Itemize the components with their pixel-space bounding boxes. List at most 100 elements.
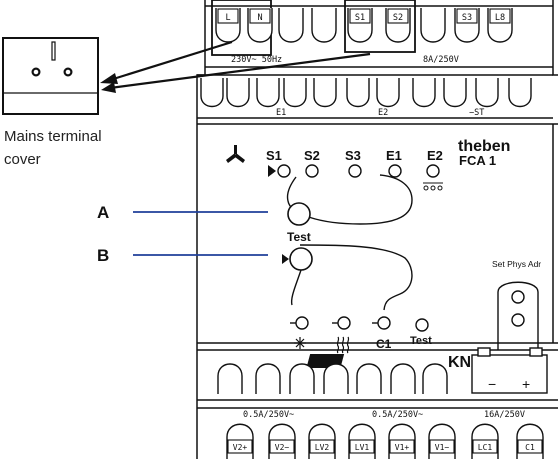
c1-label: C1 [376, 337, 392, 351]
test-label: Test [287, 230, 311, 244]
top-terminal-label: S1 [355, 13, 365, 23]
group-e2-label: E2 [378, 108, 388, 118]
lower-clamp [255, 363, 281, 394]
cover-hole [63, 67, 73, 77]
upper-clamp [412, 78, 436, 108]
lower-clamp-row [217, 363, 448, 394]
lower-clamp [390, 363, 416, 394]
top-terminal-label: L [225, 13, 230, 23]
callout-b-label: B [97, 246, 109, 265]
cover-tab [51, 41, 56, 61]
mains-terminal-cover [2, 37, 99, 115]
top-terminal-4: S1 [347, 8, 373, 43]
led-cool [295, 316, 309, 330]
upper-clamp [200, 78, 224, 108]
relay-rating: 8A/250V [423, 55, 459, 65]
cover-frame [2, 37, 99, 115]
bottom-terminal-6: LC1 [471, 423, 499, 459]
lower-clamp [323, 363, 349, 394]
cover-hole [31, 67, 41, 77]
upper-clamp [256, 78, 280, 108]
test-button[interactable] [415, 318, 429, 332]
selected-indicator-arrow [268, 165, 276, 177]
top-terminal-label: N [257, 13, 262, 23]
fan-selector-loop [286, 174, 413, 225]
led-s2 [305, 164, 319, 178]
label-e2: E2 [427, 148, 443, 163]
callout-a-label: A [97, 203, 109, 222]
upper-clamp [443, 78, 467, 108]
upper-clamp [313, 78, 337, 108]
lower-clamp [356, 363, 382, 394]
mode-button[interactable] [289, 247, 313, 271]
mains-rating: 230V~ 50Hz [231, 55, 282, 65]
top-terminal-0: L [215, 8, 241, 43]
bottom-terminal-label: LC1 [478, 443, 493, 452]
heat-icon [336, 336, 350, 354]
top-terminal-label: S2 [393, 13, 403, 23]
cover-caption-line1: Mains terminal [4, 128, 102, 145]
bottom-rating-lv: 0.5A/250V~ [372, 410, 423, 420]
lower-clamp [217, 363, 243, 394]
group-e1-label: E1 [276, 108, 286, 118]
bottom-terminal-label: LV2 [315, 443, 330, 452]
phys-addr-label: Set Phys Adr [492, 259, 541, 269]
bottom-terminal-label: C1 [525, 443, 535, 452]
bus-minus: − [488, 376, 496, 392]
upper-clamp [475, 78, 499, 108]
lower-clamp [422, 363, 448, 394]
model-name: FCA 1 [459, 153, 496, 168]
bottom-terminal-label: V2+ [233, 443, 248, 452]
group-st-label: −ST [469, 108, 484, 118]
fan-button[interactable] [287, 202, 311, 226]
label-e1: E1 [386, 148, 402, 163]
test-button-label: Test [410, 335, 432, 347]
upper-clamp [283, 78, 307, 108]
bottom-rating-v: 0.5A/250V~ [243, 410, 294, 420]
bottom-terminal-label: V1+ [395, 443, 410, 452]
snowflake-icon [294, 337, 306, 349]
bottom-terminal-4: V1+ [388, 423, 416, 459]
bottom-terminal-7: C1 [516, 423, 544, 459]
mode-selector-loop [299, 244, 413, 311]
bottom-terminal-label: LV1 [355, 443, 370, 452]
bottom-terminal-row: V2+ V2− LV2 LV1 V1+ V1− LC1 C1 [226, 423, 544, 459]
led-s1 [277, 164, 291, 178]
led-heat [337, 316, 351, 330]
bus-terminal [471, 347, 548, 394]
bottom-terminal-3: LV1 [348, 423, 376, 459]
bottom-terminal-2: LV2 [308, 423, 336, 459]
bus-plus: + [522, 376, 530, 392]
label-s3: S3 [345, 148, 361, 163]
switch-terminal-highlight [344, 0, 416, 53]
top-terminal-7: S3 [454, 8, 480, 43]
label-s1: S1 [266, 148, 282, 163]
bottom-rating-c: 16A/250V [484, 410, 525, 420]
upper-clamp-row [200, 78, 532, 108]
led-c1 [377, 316, 391, 330]
brand-name: theben [458, 138, 510, 155]
phys-addr-bracket [497, 281, 539, 350]
bottom-terminal-label: V2− [275, 443, 290, 452]
upper-clamp [376, 78, 400, 108]
upper-clamp [508, 78, 532, 108]
bottom-terminal-5: V1− [428, 423, 456, 459]
mode-indicator-arrow [282, 254, 289, 264]
led-e1 [388, 164, 402, 178]
top-terminal-label: S3 [462, 13, 472, 23]
phys-addr-led [511, 290, 525, 304]
lower-clamp [289, 363, 315, 394]
bottom-terminal-1: V2− [268, 423, 296, 459]
top-terminal-1: N [247, 8, 273, 43]
top-terminal-6 [420, 8, 446, 43]
cover-caption-line2: cover [4, 151, 41, 168]
eib-logo-text: EIB [414, 356, 432, 368]
label-s2: S2 [304, 148, 320, 163]
phys-addr-button[interactable] [511, 313, 525, 327]
bottom-terminal-label: V1− [435, 443, 450, 452]
top-terminal-2 [278, 8, 304, 43]
top-terminal-3 [311, 8, 337, 43]
bottom-terminal-0: V2+ [226, 423, 254, 459]
